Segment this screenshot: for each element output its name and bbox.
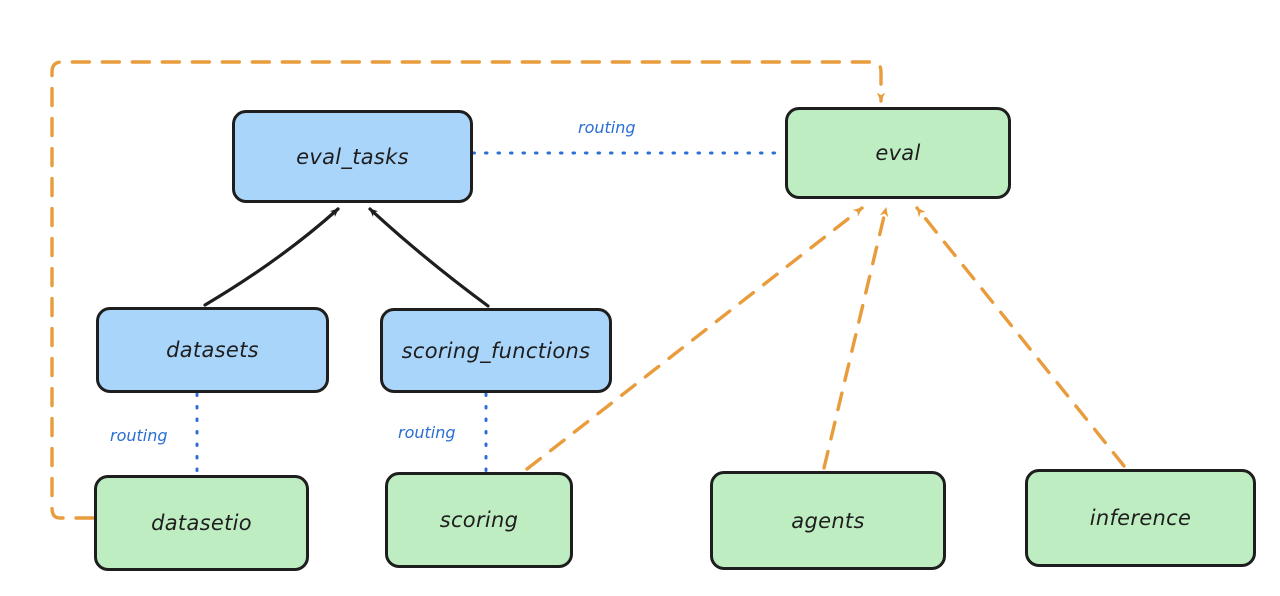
node-agents[interactable]: agents — [710, 471, 946, 570]
node-eval[interactable]: eval — [785, 107, 1011, 199]
node-scoring_functions[interactable]: scoring_functions — [380, 308, 612, 393]
node-datasets[interactable]: datasets — [96, 307, 329, 393]
edge-inference-eval — [915, 206, 1126, 468]
node-label-scoring_functions: scoring_functions — [401, 338, 591, 363]
edge-scoring-eval — [525, 206, 864, 471]
node-inference[interactable]: inference — [1025, 469, 1256, 567]
edge-label-routing-scoring: routing — [398, 423, 456, 442]
node-scoring[interactable]: scoring — [385, 472, 573, 568]
node-label-datasetio: datasetio — [151, 511, 252, 535]
node-label-datasets: datasets — [166, 338, 259, 362]
node-eval_tasks[interactable]: eval_tasks — [232, 110, 473, 203]
node-datasetio[interactable]: datasetio — [94, 475, 309, 571]
node-label-agents: agents — [791, 508, 865, 533]
edge-scoring_functions-eval_tasks — [368, 207, 490, 308]
node-label-eval_tasks: eval_tasks — [296, 144, 409, 169]
node-label-scoring: scoring — [439, 508, 519, 532]
edge-label-routing-eval: routing — [578, 118, 636, 137]
node-label-eval: eval — [875, 141, 921, 165]
edge-agents-eval — [822, 206, 889, 470]
edge-datasetio-eval — [50, 60, 886, 520]
edge-datasets-eval_tasks — [203, 207, 340, 307]
node-label-inference: inference — [1089, 506, 1192, 530]
edge-label-routing-datasetio: routing — [110, 426, 168, 445]
